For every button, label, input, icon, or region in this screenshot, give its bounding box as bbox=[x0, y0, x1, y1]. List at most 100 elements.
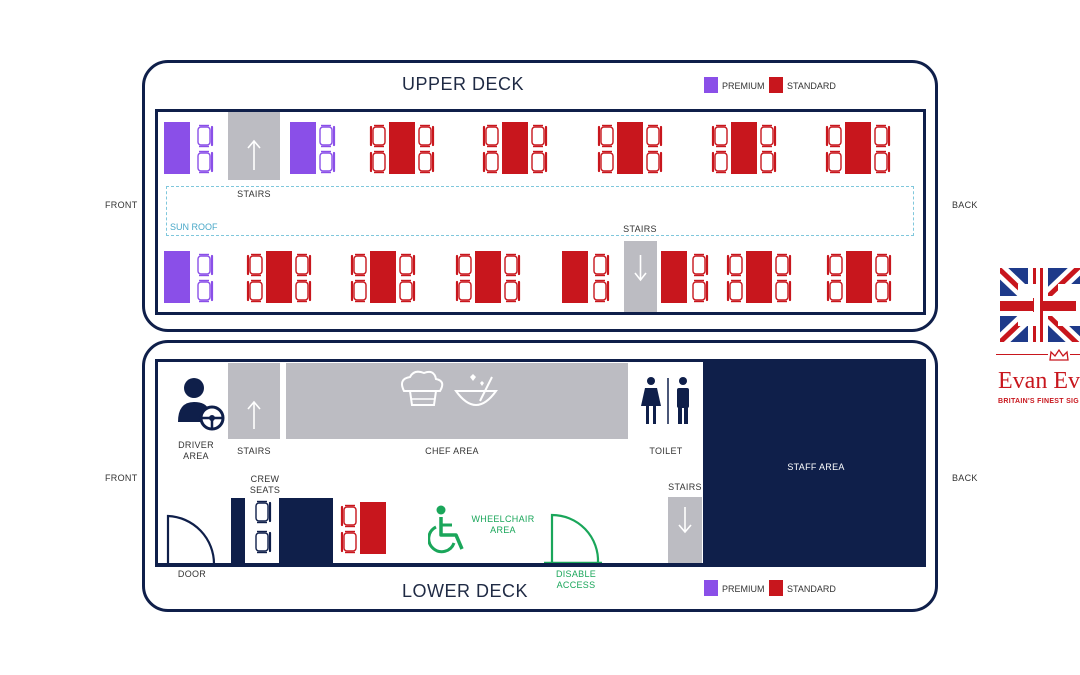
seat-icon bbox=[646, 150, 663, 174]
seat-icon bbox=[875, 279, 892, 303]
seat-icon bbox=[874, 124, 891, 148]
seat-icon bbox=[726, 279, 743, 303]
seat-icon bbox=[418, 124, 435, 148]
driver-icon bbox=[176, 376, 226, 432]
seat-icon bbox=[369, 124, 386, 148]
table bbox=[360, 502, 386, 554]
union-jack-ee-logo bbox=[1000, 268, 1080, 342]
table bbox=[266, 251, 292, 303]
seat-icon bbox=[711, 150, 728, 174]
staff-area-label: STAFF AREA bbox=[787, 462, 845, 472]
logo-name: Evan Ev bbox=[998, 368, 1080, 394]
seat-icon bbox=[369, 150, 386, 174]
logo-divider bbox=[996, 354, 1080, 355]
table bbox=[731, 122, 757, 174]
seat-icon bbox=[255, 530, 272, 554]
seat-icon bbox=[340, 504, 357, 528]
lower-deck-frame bbox=[142, 340, 938, 612]
seat-icon bbox=[597, 150, 614, 174]
disable-access-label: DISABLE ACCESS bbox=[555, 569, 597, 590]
sun-roof-label: SUN ROOF bbox=[170, 222, 218, 232]
table bbox=[389, 122, 415, 174]
seat-icon bbox=[826, 279, 843, 303]
lower-floor-line bbox=[158, 563, 703, 566]
seat-icon bbox=[197, 253, 214, 277]
seat-icon bbox=[825, 150, 842, 174]
seat-icon bbox=[340, 530, 357, 554]
seat-icon bbox=[775, 279, 792, 303]
seat-icon bbox=[197, 279, 214, 303]
seat-icon bbox=[692, 253, 709, 277]
legend-standard-swatch bbox=[769, 77, 783, 93]
table bbox=[617, 122, 643, 174]
seat-icon bbox=[711, 124, 728, 148]
sun-roof bbox=[166, 186, 914, 236]
crew-panel-left bbox=[231, 498, 245, 564]
seat-icon bbox=[875, 253, 892, 277]
brand-logo: Evan Ev BRITAIN'S FINEST SIG bbox=[996, 266, 1080, 416]
seat-icon bbox=[531, 150, 548, 174]
seat-icon bbox=[399, 279, 416, 303]
seat-icon bbox=[455, 279, 472, 303]
legend-standard-swatch-lower bbox=[769, 580, 783, 596]
table bbox=[370, 251, 396, 303]
seat-icon bbox=[295, 279, 312, 303]
seat-icon bbox=[504, 253, 521, 277]
seat-icon bbox=[255, 500, 272, 524]
lower-back-label: BACK bbox=[952, 473, 978, 483]
lower-stairs-front-label: STAIRS bbox=[237, 446, 271, 456]
seat-icon bbox=[197, 124, 214, 148]
lower-front-label: FRONT bbox=[105, 473, 138, 483]
seat-icon bbox=[482, 150, 499, 174]
upper-deck-inner bbox=[155, 109, 926, 315]
crew-seats-label: CREW SEATS bbox=[249, 474, 281, 495]
legend-premium-label: PREMIUM bbox=[722, 81, 765, 91]
seat-icon bbox=[826, 253, 843, 277]
seat-icon bbox=[482, 124, 499, 148]
staff-area bbox=[703, 362, 923, 564]
toilet-icon bbox=[640, 376, 696, 426]
logo-tagline: BRITAIN'S FINEST SIG bbox=[998, 398, 1080, 405]
seat-icon bbox=[593, 253, 610, 277]
seat-icon bbox=[825, 124, 842, 148]
seat-icon bbox=[319, 124, 336, 148]
legend-standard-label-lower: STANDARD bbox=[787, 584, 836, 594]
legend-premium-swatch-lower bbox=[704, 580, 718, 596]
seat-icon bbox=[531, 124, 548, 148]
lower-stairs-back bbox=[668, 497, 702, 563]
chef-area-label: CHEF AREA bbox=[425, 446, 479, 456]
arrow-up-icon bbox=[247, 400, 261, 429]
crew-panel-right bbox=[279, 498, 333, 564]
seat-icon bbox=[597, 124, 614, 148]
upper-stairs-front-label: STAIRS bbox=[237, 189, 271, 199]
seat-icon bbox=[593, 279, 610, 303]
seat-icon bbox=[874, 150, 891, 174]
arrow-down-icon bbox=[678, 507, 692, 534]
seat-icon bbox=[760, 150, 777, 174]
table bbox=[164, 251, 190, 303]
upper-back-label: BACK bbox=[952, 200, 978, 210]
upper-stairs-back bbox=[624, 241, 657, 312]
seat-icon bbox=[775, 253, 792, 277]
table bbox=[562, 251, 588, 303]
lower-stairs-back-label: STAIRS bbox=[668, 482, 702, 492]
seat-icon bbox=[350, 279, 367, 303]
seat-icon bbox=[295, 253, 312, 277]
legend-standard-label: STANDARD bbox=[787, 81, 836, 91]
seat-icon bbox=[504, 279, 521, 303]
table bbox=[502, 122, 528, 174]
arrow-up-icon bbox=[247, 139, 261, 170]
lower-stairs-front bbox=[228, 363, 280, 439]
table bbox=[290, 122, 316, 174]
upper-stairs-back-label: STAIRS bbox=[623, 224, 657, 234]
seat-icon bbox=[418, 150, 435, 174]
door-label: DOOR bbox=[177, 569, 207, 579]
upper-deck-title: UPPER DECK bbox=[402, 74, 525, 94]
chef-hat-bowl-icon bbox=[401, 370, 498, 406]
seat-icon bbox=[350, 253, 367, 277]
chef-area bbox=[286, 363, 628, 439]
legend-premium-label-lower: PREMIUM bbox=[722, 584, 765, 594]
door-icon bbox=[166, 514, 216, 566]
seat-icon bbox=[760, 124, 777, 148]
table bbox=[661, 251, 687, 303]
